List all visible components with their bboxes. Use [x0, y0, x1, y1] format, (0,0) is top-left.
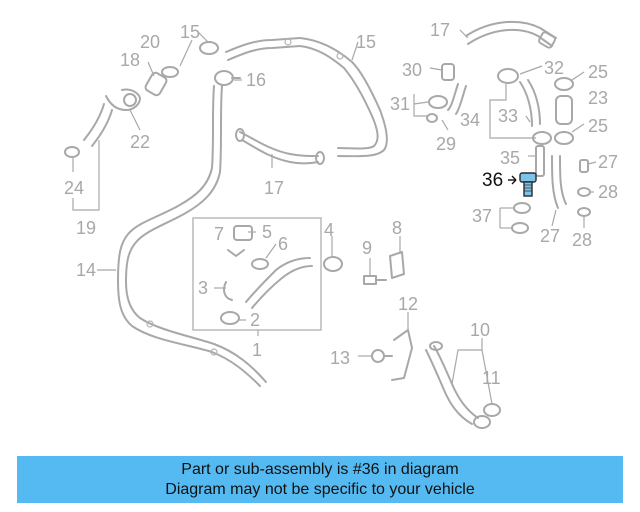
callout-8: 8 [392, 218, 402, 238]
callout-1: 1 [252, 340, 262, 360]
callout-19: 18 [120, 50, 140, 70]
callout-22: 19 [76, 218, 96, 238]
callout-29: 29 [436, 134, 456, 154]
callout-16: 15 [180, 22, 200, 42]
part-15-pipe [225, 37, 388, 158]
callout-34: 34 [460, 110, 480, 130]
callout-25: 25 [588, 62, 608, 82]
banner-line-2: Diagram may not be specific to your vehi… [165, 481, 475, 498]
callout-20: 22 [130, 132, 150, 152]
info-banner: Part or sub-assembly is #36 in diagram D… [17, 456, 623, 503]
callout-11: 11 [482, 368, 501, 388]
callout-28b: 28 [572, 230, 592, 250]
callout-23: 24 [64, 178, 84, 198]
callout-37: 37 [472, 206, 492, 226]
parts-24-37 [511, 77, 591, 234]
part-16-clamps [199, 41, 241, 86]
callout-5: 5 [262, 222, 272, 242]
callout-26: 27 [540, 226, 560, 246]
callout-25b: 25 [588, 116, 608, 136]
callout-4: 4 [324, 220, 334, 240]
callout-12: 12 [398, 294, 418, 314]
parts-18-33 [426, 20, 557, 145]
callout-36-highlighted[interactable]: 36 [482, 170, 503, 191]
callout-3: 3 [198, 278, 208, 298]
callout-16b: 16 [246, 70, 266, 90]
callout-35: 35 [500, 148, 520, 168]
part-36-bolt[interactable] [508, 172, 537, 197]
parts-12-13 [371, 329, 413, 381]
callout-31: 31 [390, 94, 410, 114]
parts-4-8-9 [323, 251, 405, 285]
callout-18: 17 [430, 20, 450, 40]
callout-15: 15 [356, 32, 376, 52]
callout-30: 30 [402, 60, 422, 80]
parts-19-21 [105, 66, 179, 111]
callout-33: 33 [498, 106, 518, 126]
callouts: 15 20 18 15 16 22 17 24 19 14 7 5 6 3 2 … [64, 20, 618, 388]
banner-line-1: Part or sub-assembly is #36 in diagram [181, 461, 459, 478]
parts-diagram: 15 20 18 15 16 22 17 24 19 14 7 5 6 3 2 … [64, 20, 618, 429]
callout-13: 13 [330, 348, 350, 368]
callout-2: 2 [250, 310, 260, 330]
callout-21: 20 [140, 32, 160, 52]
callout-7: 7 [214, 224, 224, 244]
part-17-hose [235, 128, 325, 165]
part-14-pipe [117, 85, 267, 387]
callout-17: 17 [264, 178, 284, 198]
callout-28: 28 [598, 182, 618, 202]
callout-9: 9 [362, 238, 372, 258]
parts-box [192, 217, 322, 331]
callout-24: 23 [588, 88, 608, 108]
callout-6: 6 [278, 234, 288, 254]
callout-14: 14 [76, 260, 96, 280]
part-23-hose [64, 103, 113, 158]
callout-27: 27 [598, 152, 618, 172]
callout-32: 32 [544, 58, 564, 78]
callout-10: 10 [470, 320, 490, 340]
leader-lines [72, 29, 597, 405]
